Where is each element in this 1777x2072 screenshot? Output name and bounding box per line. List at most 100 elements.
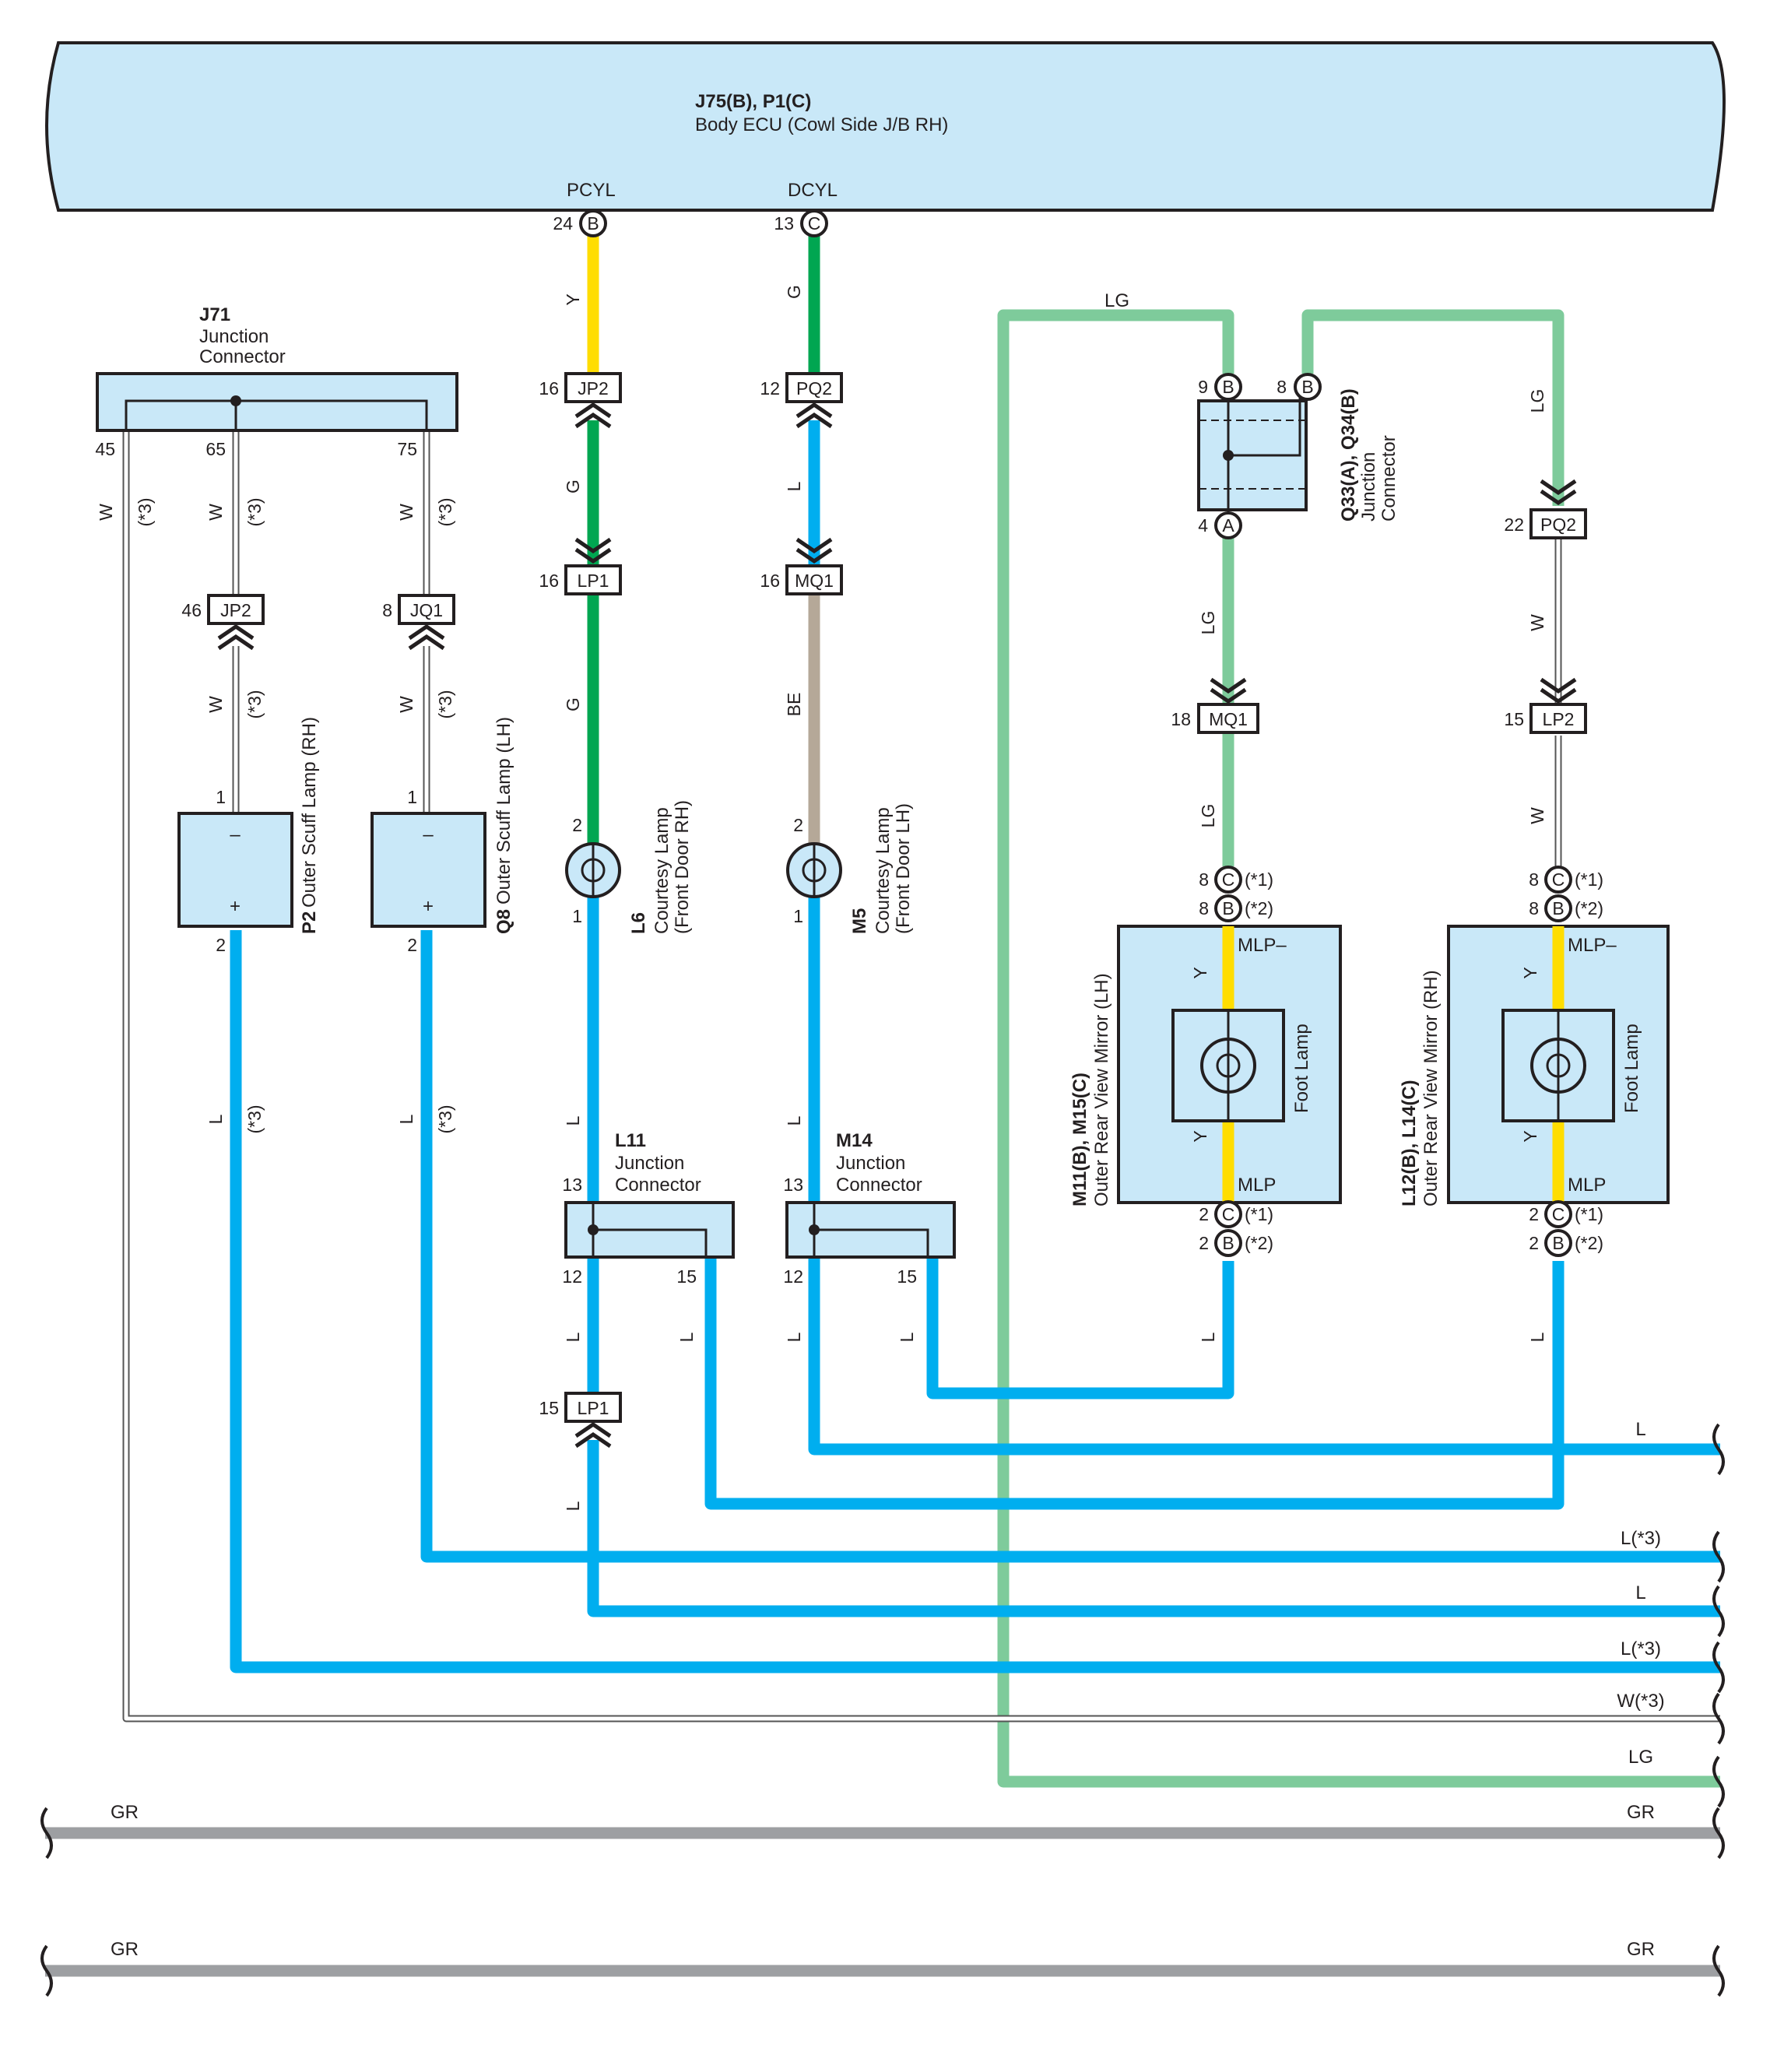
wire-break-marks: [40, 1423, 1725, 1997]
svg-text:Q33(A), Q34(B): Q33(A), Q34(B): [1338, 388, 1359, 522]
svg-text:8: 8: [1277, 377, 1287, 397]
wire-code-y-pcyl: Y: [563, 293, 583, 305]
mirror-rh-pin-8c: C 8 (*1): [1529, 866, 1603, 894]
svg-text:13: 13: [774, 213, 794, 234]
ecu-pin-dcyl: C 13: [774, 209, 828, 237]
p2-outer-scuff-lamp-rh: – + 1 2 P2 Outer Scuff Lamp (RH): [177, 717, 320, 955]
l-wire-lp1-exit: [587, 1440, 1720, 1617]
wire-code-w-p2: W: [205, 696, 226, 713]
l-wire-p2: [230, 930, 1720, 1673]
svg-text:(*1): (*1): [1245, 1204, 1273, 1224]
svg-text:12: 12: [562, 1266, 582, 1287]
svg-text:PQ2: PQ2: [1540, 514, 1576, 535]
svg-text:Outer Rear View Mirror (RH): Outer Rear View Mirror (RH): [1421, 970, 1442, 1206]
svg-text:C: C: [1552, 869, 1565, 890]
svg-text:9: 9: [1198, 377, 1208, 397]
connector-lp2: LP2 15: [1504, 677, 1587, 734]
svg-text:1: 1: [407, 787, 417, 807]
svg-text:12: 12: [783, 1266, 803, 1287]
mirror-rh-outer-rear-view: MLP– MLP Y Y Foot Lamp L12(B), L14(C) Ou…: [1399, 925, 1670, 1206]
svg-text:18: 18: [1171, 709, 1191, 729]
svg-text:8: 8: [1529, 869, 1539, 890]
svg-text:(*2): (*2): [1245, 898, 1273, 918]
svg-text:(*1): (*1): [1245, 869, 1273, 890]
l-wire-q8: [420, 930, 1720, 1563]
connector-mq1-right: MQ1 18: [1171, 677, 1259, 734]
svg-text:(*2): (*2): [1575, 1233, 1603, 1253]
svg-text:C: C: [1222, 1204, 1235, 1224]
gr-label-1-left: GR: [111, 1802, 139, 1823]
svg-text:(Front Door LH): (Front Door LH): [893, 803, 914, 934]
j71-junction-connector: J71 Junction Connector 45 65 75: [95, 304, 458, 459]
wire-code-g-dcyl: G: [784, 285, 804, 299]
svg-text:+: +: [230, 896, 241, 917]
svg-text:(Front Door RH): (Front Door RH): [672, 800, 693, 934]
mirror-lh-pin-2c: C 2 (*1): [1199, 1200, 1273, 1228]
ecu-term-pcyl: PCYL: [567, 180, 616, 201]
wire-code-w-q8: W: [396, 696, 416, 713]
svg-text:2: 2: [572, 815, 582, 835]
exit-label-5: W(*3): [1617, 1691, 1664, 1712]
svg-text:Y: Y: [1520, 967, 1540, 978]
wire-code-lg-top: LG: [1104, 290, 1129, 311]
svg-text:16: 16: [539, 378, 559, 399]
connector-jp2-upper: JP2 16: [539, 372, 622, 429]
svg-text:1: 1: [793, 906, 803, 926]
svg-text:Foot Lamp: Foot Lamp: [1291, 1024, 1312, 1113]
wire-code-l-l11-15: L: [676, 1332, 697, 1342]
wire-code-l-m5: L: [784, 1115, 804, 1126]
svg-text:Connector: Connector: [199, 346, 286, 367]
wire-note-p2: (*3): [244, 690, 265, 718]
wire-code-g-jp2: G: [563, 479, 583, 493]
svg-text:J71: J71: [199, 304, 230, 325]
svg-text:–: –: [230, 824, 241, 845]
mirror-lh-outer-rear-view: MLP– MLP Y Y Foot Lamp M11(B), M15(C) Ou…: [1069, 925, 1342, 1206]
connector-jq1: JQ1 8: [382, 594, 455, 651]
svg-text:MQ1: MQ1: [795, 571, 834, 591]
svg-text:L11: L11: [615, 1130, 646, 1151]
svg-text:15: 15: [539, 1398, 559, 1418]
svg-text:M11(B), M15(C): M11(B), M15(C): [1069, 1073, 1090, 1206]
svg-text:16: 16: [539, 571, 559, 591]
connector-mq1-upper: MQ1 16: [760, 537, 843, 595]
lg-wire-q34-pq2: [1301, 309, 1565, 506]
svg-text:65: 65: [205, 439, 226, 459]
mirror-rh-pin-2b: B 2 (*2): [1529, 1229, 1603, 1257]
svg-text:15: 15: [1504, 709, 1524, 729]
connector-jp2-lower: JP2 46: [181, 594, 265, 651]
svg-text:MQ1: MQ1: [1209, 709, 1248, 729]
wire-code-g-lp1: G: [563, 697, 583, 711]
svg-text:B: B: [1222, 377, 1234, 397]
svg-text:8: 8: [382, 600, 392, 620]
svg-text:1: 1: [216, 787, 226, 807]
svg-text:Foot Lamp: Foot Lamp: [1621, 1024, 1642, 1113]
svg-text:Courtesy Lamp: Courtesy Lamp: [873, 807, 894, 934]
svg-text:2: 2: [1529, 1233, 1539, 1253]
ecu-pin-pcyl: B 24: [553, 209, 607, 237]
svg-text:(*2): (*2): [1245, 1233, 1273, 1253]
svg-text:Junction: Junction: [1358, 452, 1379, 522]
m14-junction-connector: M14 Junction Connector 13 12 15: [783, 1130, 956, 1287]
exit-label-1: L: [1635, 1419, 1645, 1440]
lg-wire-loop: [997, 309, 1720, 1788]
svg-text:Connector: Connector: [1378, 435, 1399, 522]
l6-courtesy-lamp-front-door-rh: 2 1 L6 Courtesy Lamp (Front Door RH): [565, 800, 693, 934]
ecu-ref: J75(B), P1(C): [695, 91, 811, 112]
svg-text:8: 8: [1529, 898, 1539, 918]
svg-text:15: 15: [897, 1266, 917, 1287]
wire-code-l-mirror-lh: L: [1198, 1332, 1218, 1342]
wire-code-l-m14-15: L: [897, 1332, 917, 1342]
svg-text:LP1: LP1: [578, 571, 609, 591]
wire-code-w-45: W: [96, 504, 116, 521]
wire-code-be-mq1: BE: [784, 693, 804, 717]
wire-code-w-75: W: [396, 504, 416, 521]
svg-text:PQ2: PQ2: [796, 378, 832, 399]
wire-code-lg-pq2: LG: [1527, 389, 1547, 413]
svg-text:B: B: [1552, 1233, 1564, 1253]
exit-label-3: L: [1635, 1582, 1645, 1603]
svg-text:8: 8: [1199, 898, 1209, 918]
svg-text:Outer Scuff Lamp (RH): Outer Scuff Lamp (RH): [299, 717, 320, 908]
svg-text:Courtesy Lamp: Courtesy Lamp: [651, 807, 673, 934]
wire-note-q8: (*3): [435, 690, 455, 718]
